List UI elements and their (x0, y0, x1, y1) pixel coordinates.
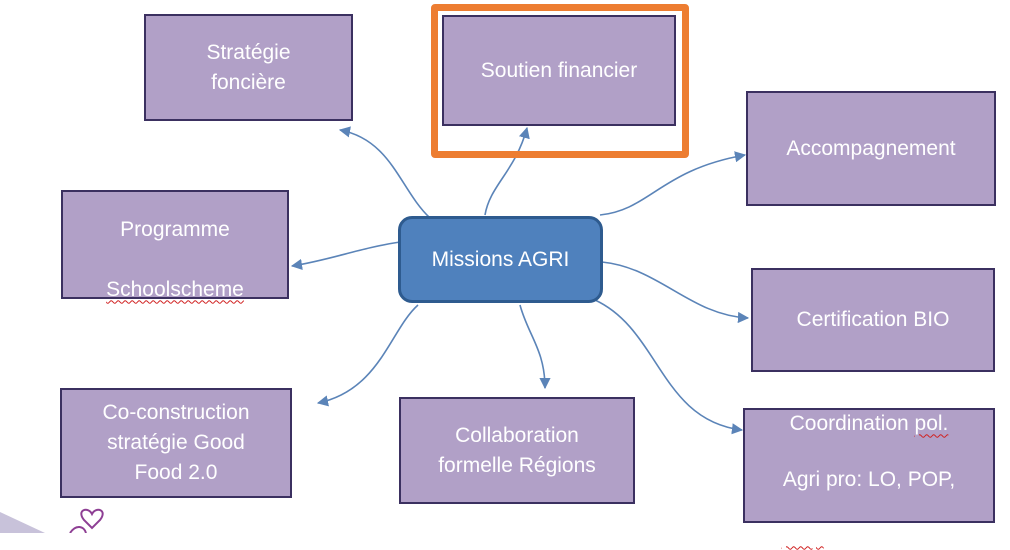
node-label: Coordination pol. Agri pro: LO, POP, pré… (782, 382, 957, 550)
node-strategie-fonciere: Stratégie foncière (144, 14, 353, 121)
node-accompagnement: Accompagnement (746, 91, 996, 206)
connector-coordination (594, 299, 744, 435)
mind-map-diagram: Stratégie foncière Soutien financier Acc… (0, 4, 996, 547)
label-line-1: Programme (120, 217, 230, 241)
connector-collaboration-regions (519, 304, 551, 390)
connector-layer (0, 126, 750, 533)
label-line-1: Coordination pol. (789, 411, 949, 435)
node-soutien-financier: Soutien financier (442, 15, 676, 126)
connector-certification-bio (601, 261, 750, 324)
label-line-2: Agri pro: LO, POP, (782, 467, 956, 491)
node-co-construction: Co-construction stratégie Good Food 2.0 (60, 388, 292, 498)
highlight-frame (431, 4, 689, 158)
label-line-3: prép budget, QP,... (781, 523, 957, 547)
connector-soutien-financier (484, 126, 530, 216)
heart-logo-icon (80, 508, 104, 530)
node-collaboration-regions: Collaboration formelle Régions (399, 397, 635, 504)
node-certification-bio: Certification BIO (751, 268, 995, 372)
connector-strategie-fonciere (338, 126, 431, 219)
corner-triangle-decoration (0, 512, 45, 533)
label-line-2: Schoolscheme (106, 277, 244, 301)
node-coordination: Coordination pol. Agri pro: LO, POP, pré… (743, 408, 995, 547)
connector-accompagnement (599, 151, 747, 216)
node-programme-schoolscheme: Programme Schoolscheme (61, 190, 289, 301)
connector-co-construction (316, 304, 419, 407)
node-label: Programme Schoolscheme (106, 185, 244, 305)
center-node-missions-agri: Missions AGRI (398, 216, 603, 303)
connector-programme-schoolscheme (290, 241, 401, 270)
